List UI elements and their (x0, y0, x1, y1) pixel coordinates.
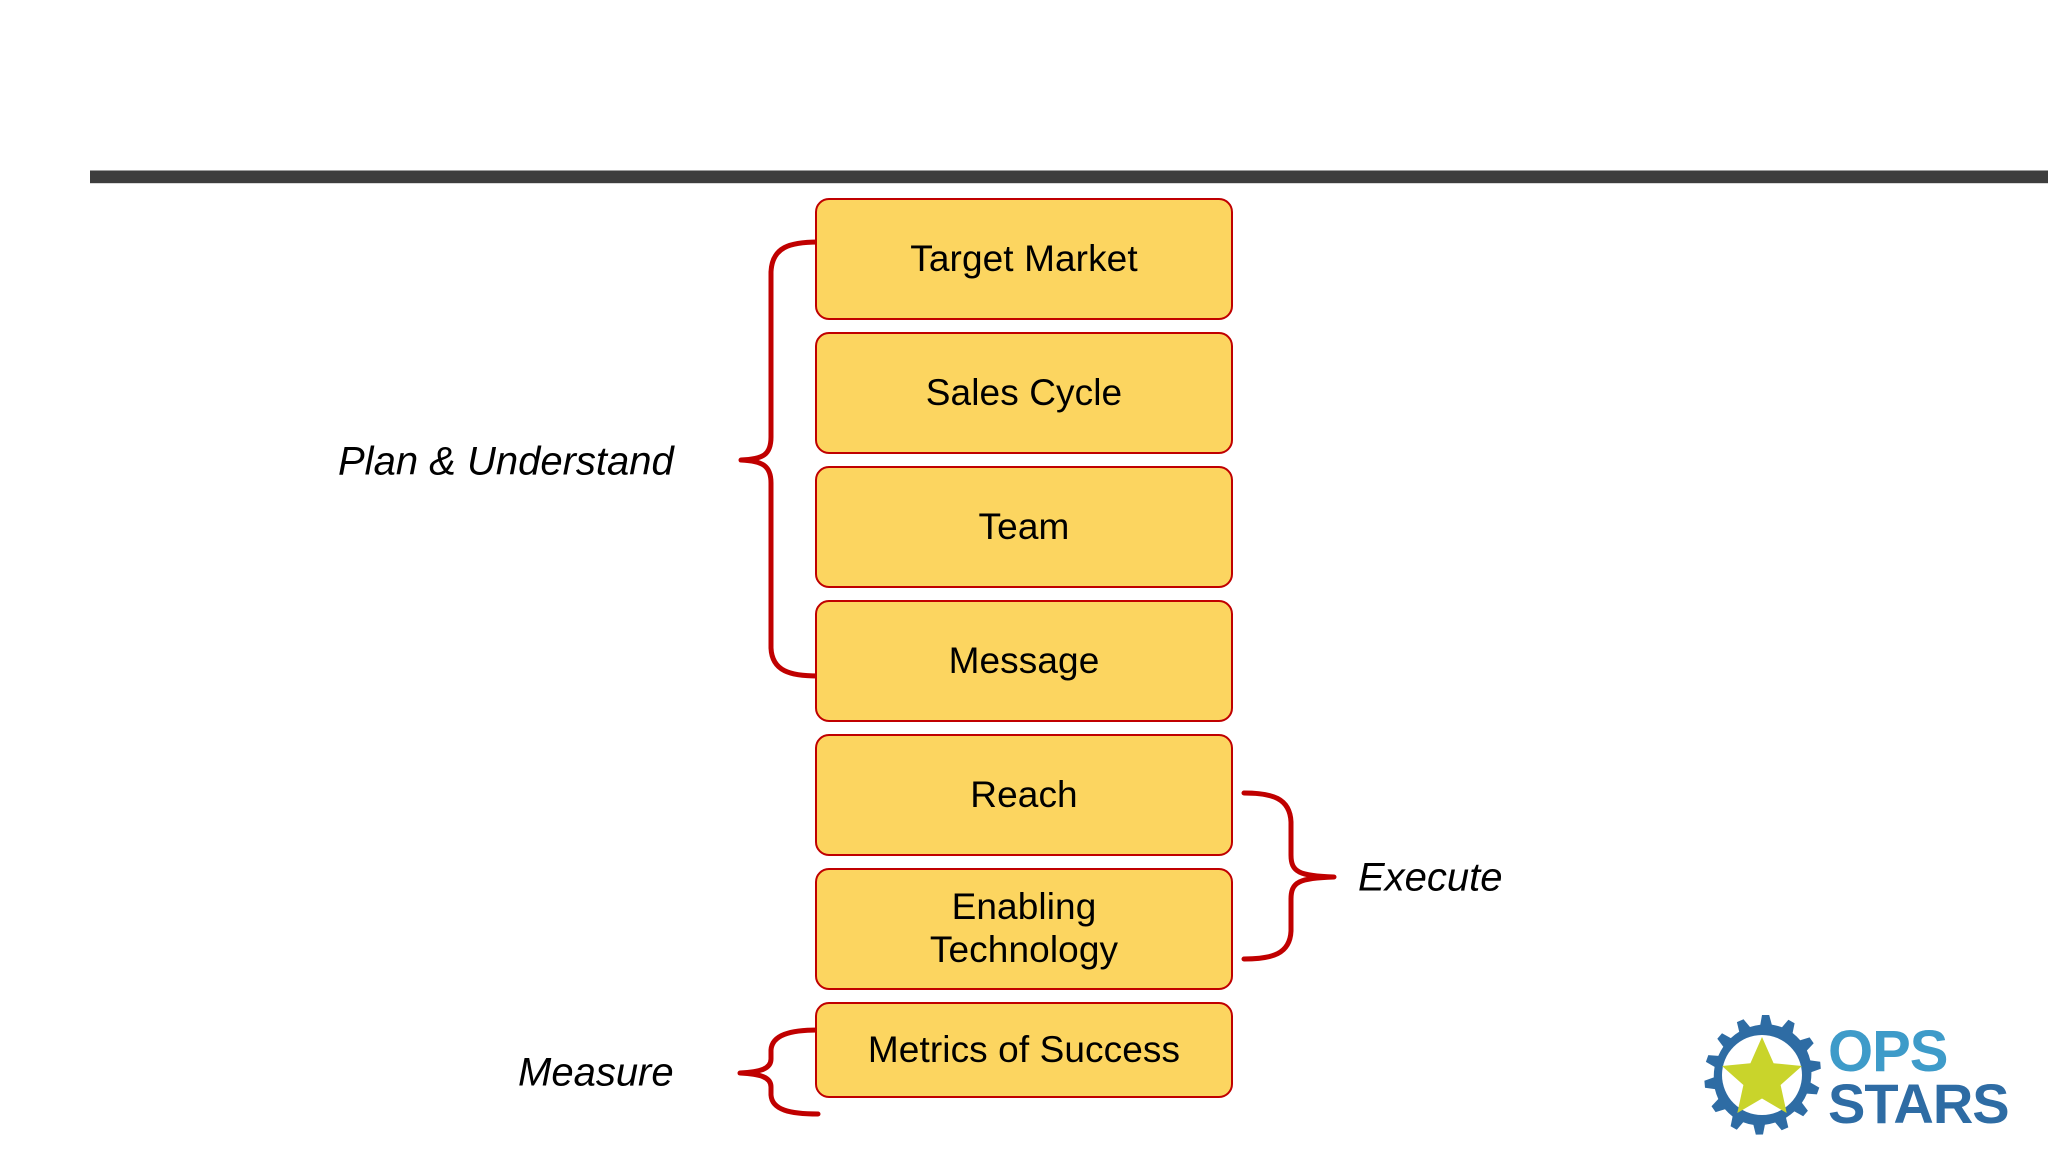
brace-measure (737, 1027, 821, 1117)
brace-execute (1241, 790, 1337, 962)
group-label-execute: Execute (1358, 855, 1503, 900)
process-box-enabling-technology[interactable]: Enabling Technology (815, 868, 1233, 990)
process-box-label: Reach (970, 773, 1078, 815)
header-divider-rule (90, 170, 2048, 184)
process-box-stack: Target Market Sales Cycle Team Message R… (815, 198, 1233, 1110)
process-box-reach[interactable]: Reach (815, 734, 1233, 856)
process-box-metrics-of-success[interactable]: Metrics of Success (815, 1002, 1233, 1098)
process-box-message[interactable]: Message (815, 600, 1233, 722)
process-box-label: Target Market (910, 237, 1138, 279)
opsstars-logo: OPS STARS (1704, 1015, 2010, 1135)
group-label-plan-understand: Plan & Understand (338, 439, 674, 484)
process-box-sales-cycle[interactable]: Sales Cycle (815, 332, 1233, 454)
brace-plan-understand (738, 239, 821, 679)
process-box-target-market[interactable]: Target Market (815, 198, 1233, 320)
process-box-label: Sales Cycle (925, 371, 1123, 413)
star-icon (1722, 1037, 1802, 1113)
logo-word-stars: STARS (1828, 1072, 2009, 1135)
group-label-measure: Measure (518, 1050, 674, 1095)
process-box-team[interactable]: Team (815, 466, 1233, 588)
process-box-label: Team (978, 505, 1070, 547)
process-box-label: Message (948, 639, 1100, 681)
process-box-label: Metrics of Success (867, 1028, 1181, 1070)
process-box-label: Enabling Technology (929, 886, 1119, 970)
logo-word-ops: OPS (1828, 1019, 1948, 1084)
